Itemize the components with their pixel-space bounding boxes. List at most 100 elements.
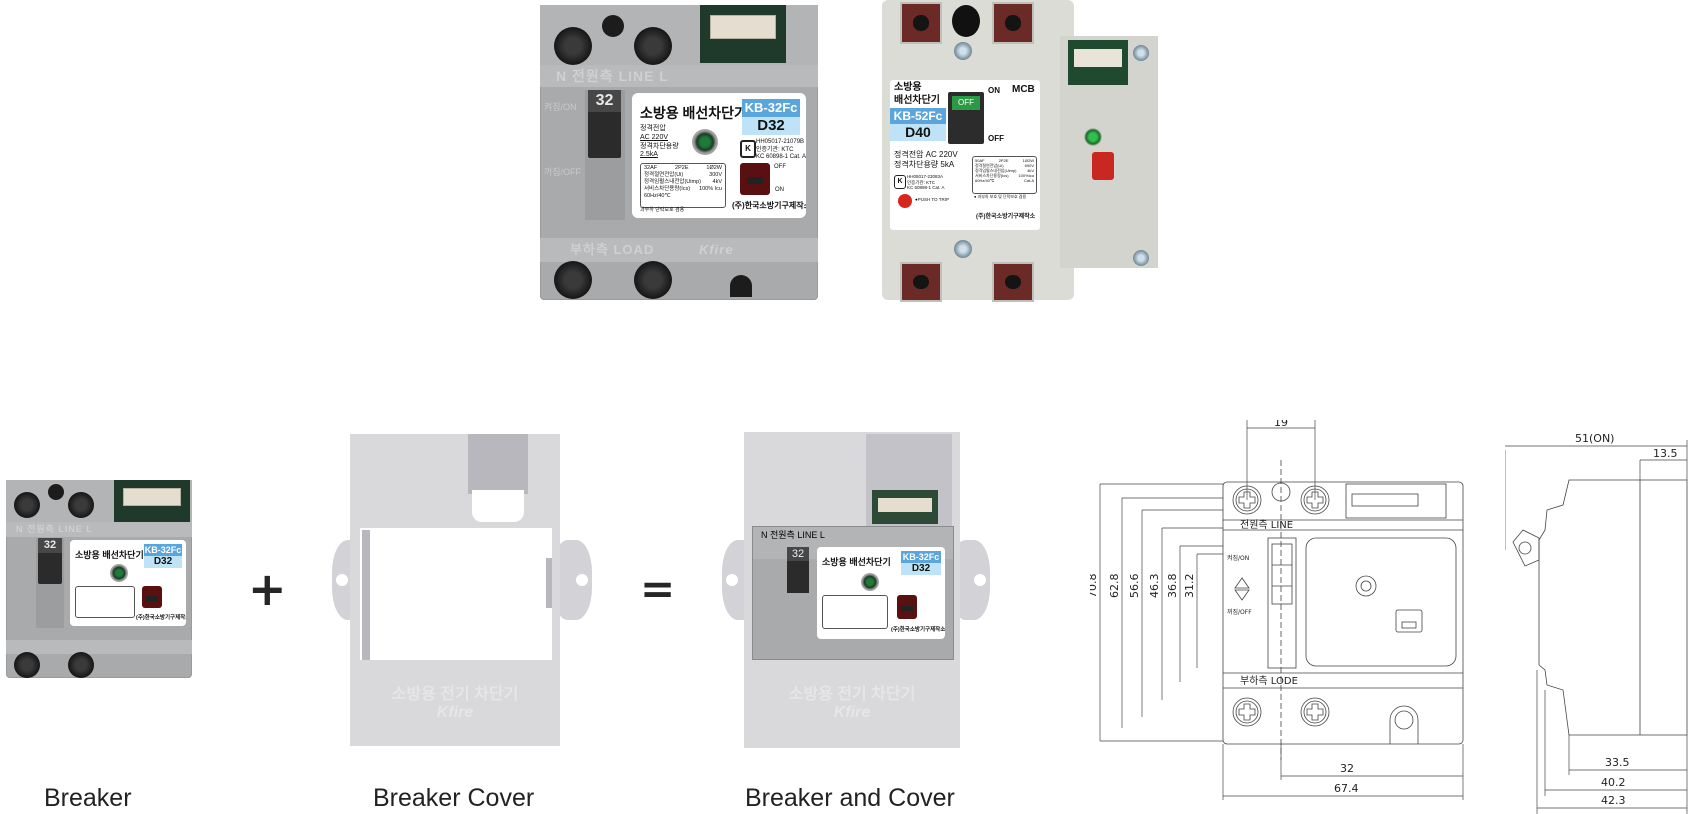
maker-name: (주)한국소방기구제작소: [732, 201, 806, 210]
protection-note: ● 과부하 보호 및 단락보호 겸용: [974, 194, 1027, 199]
kc-mark-icon: K: [894, 175, 906, 189]
mount-hole: [48, 484, 64, 500]
breaker-handle[interactable]: OFF: [948, 92, 984, 144]
bolt-icon: [954, 240, 972, 258]
load-label: 부하측 LOAD: [570, 242, 655, 257]
breaker-window: [360, 528, 552, 660]
plus-sign: +: [248, 562, 287, 616]
bolt-icon: [1133, 45, 1149, 61]
mount-hole: [952, 5, 980, 37]
side-outline: [1538, 479, 1688, 736]
off-label: OFF: [988, 134, 1004, 143]
window-rail-left: [362, 530, 370, 660]
load-strip: 부하측 LOAD Kfire: [540, 238, 818, 262]
signal-connector: [114, 480, 190, 522]
terminal-icon: [900, 262, 942, 302]
bolt-icon: [1133, 250, 1149, 266]
dim-side-13: 13.5: [1653, 447, 1678, 460]
caption-breaker-and-cover: Breaker and Cover: [745, 784, 955, 812]
terminal-icon: [992, 262, 1034, 302]
mcb-type: MCB: [1012, 84, 1035, 95]
signal-connector: [700, 5, 786, 63]
rating-badge: D40: [890, 124, 946, 141]
dim-bottom-32: 32: [1340, 762, 1354, 775]
breaker-outline: [1222, 481, 1464, 745]
brand-mark: Kfire: [698, 242, 734, 257]
terminal-icon: [900, 2, 942, 44]
breaker-small-photo: N 전원측 LINE L 32 소방용 배선차단기 KB-32Fc D32 (주…: [6, 480, 192, 678]
line-strip: N 전원측 LINE L: [6, 522, 192, 537]
cert-info: HH05017-23083A 인증기관: KTC KC 60898-1 Cat.…: [907, 174, 945, 191]
breaker-and-cover-photo: N 전원측 LINE L 32 소방용 배선차단기 KB-32Fc D32 (주…: [722, 430, 990, 748]
breaker-nameplate: 소방용 배선차단기 KB-32Fc D32 (주)한국소방기구제작소: [70, 540, 186, 626]
test-on-label: ON: [775, 187, 784, 193]
equals-sign: =: [640, 564, 676, 613]
connector-notch: [468, 434, 528, 494]
nameplate-title: 소방용 배선차단기: [640, 105, 747, 121]
terminal-screw-icon: [554, 261, 592, 299]
voltage-label: 정격전압 AC 220V 정격차단용량 2.5kA: [640, 125, 679, 159]
terminal-screw-icon: [14, 492, 40, 518]
dim-height-1: 62.8: [1108, 574, 1121, 599]
status-led-icon: [1084, 128, 1102, 146]
breaker-nameplate: 소방용 배선차단기 KB-32Fc D32 정격전압 AC 220V 정격차단용…: [632, 93, 806, 218]
connector-outline: [1345, 483, 1447, 519]
dim-height-3: 46.3: [1148, 574, 1161, 599]
model-badge: KB-32Fc: [742, 99, 800, 117]
protection-note: 과부하 단락보호 겸용: [640, 207, 685, 213]
terminal-icon: [992, 2, 1034, 44]
side-on-label: 켜짐/ON: [544, 102, 577, 112]
dim-bottom-67: 67.4: [1334, 782, 1359, 795]
dim-top-width: 19: [1274, 420, 1288, 429]
side-dimension-drawing: 51(ON) 13.5 33.5 40.2 42.3: [1505, 432, 1688, 814]
kc-mark-icon: K: [740, 140, 756, 158]
breaker-in-cover: N 전원측 LINE L 32 소방용 배선차단기 KB-32Fc D32 (주…: [752, 526, 954, 660]
dim-side-33: 33.5: [1605, 756, 1630, 769]
spec-table: [75, 586, 135, 618]
dim-height-0: 70.8: [1090, 574, 1099, 599]
maker-name: (주)한국소방기구제작소: [976, 214, 1036, 220]
breaker-cover-photo: 소방용 전기 차단기 Kfire: [332, 430, 592, 746]
terminal-screw-icon: [554, 27, 592, 65]
rating-badge: D32: [742, 117, 800, 135]
nameplate-title: 소방용 배선차단기: [894, 82, 940, 106]
handle-outline: [1267, 537, 1297, 669]
load-side-label: 부하측 LODE: [1240, 674, 1298, 687]
breaker-nameplate: 소방용 배선차단기 KB-32Fc D32 (주)한국소방기구제작소: [817, 547, 945, 639]
on-label: 켜짐/ON: [1227, 554, 1249, 562]
push-to-trip-button[interactable]: [898, 194, 912, 208]
breaker-handle: 32: [38, 538, 62, 584]
cover-emboss-text: 소방용 전기 차단기 Kfire: [788, 686, 916, 721]
status-led-icon: [692, 129, 718, 155]
rated-breaking: 정격차단용량 5kA: [894, 160, 955, 169]
test-button[interactable]: [1092, 152, 1114, 180]
dim-height-2: 56.6: [1128, 574, 1141, 599]
dim-height-4: 36.8: [1166, 574, 1179, 599]
breaker-nameplate: 소방용 배선차단기 MCB KB-52Fc D40 OFF ON OFF 정격전…: [890, 80, 1040, 230]
breaker-kb32fc-photo: N 전원측 LINE L 켜짐/ON 꺼짐/OFF 32 소방용 배선차단기 K…: [540, 5, 818, 300]
test-button[interactable]: [740, 163, 770, 195]
front-dimension-drawing: 19 70.8 62.8 56.6 46.3 36.8 31.2 전원측 LIN…: [1090, 420, 1464, 800]
caption-breaker: Breaker: [44, 784, 132, 812]
handle-off-flag: OFF: [952, 96, 980, 110]
terminal-screw-icon: [68, 492, 94, 518]
terminal-screw-icon: [634, 27, 672, 65]
line-side-label: 전원측 LINE: [1240, 519, 1293, 531]
breaker-handle[interactable]: 32: [588, 90, 621, 158]
model-badge: KB-52Fc: [890, 108, 946, 124]
label-window: [1305, 537, 1457, 667]
breaker-kb52fc-photo: 소방용 배선차단기 MCB KB-52Fc D40 OFF ON OFF 정격전…: [880, 0, 1160, 302]
cover-emboss-text: 소방용 전기 차단기 Kfire: [391, 686, 519, 721]
connector-opening: [472, 490, 524, 522]
dim-side-51: 51(ON): [1575, 432, 1614, 445]
line-strip: N 전원측 LINE L: [540, 65, 818, 87]
test-button: [142, 586, 162, 608]
on-label: ON: [988, 86, 1000, 95]
window-rail-right: [546, 558, 552, 608]
dim-side-42: 42.3: [1601, 794, 1626, 807]
caption-breaker-cover: Breaker Cover: [373, 784, 535, 812]
terminal-screw-icon: [68, 652, 94, 678]
mount-hole: [730, 275, 752, 297]
